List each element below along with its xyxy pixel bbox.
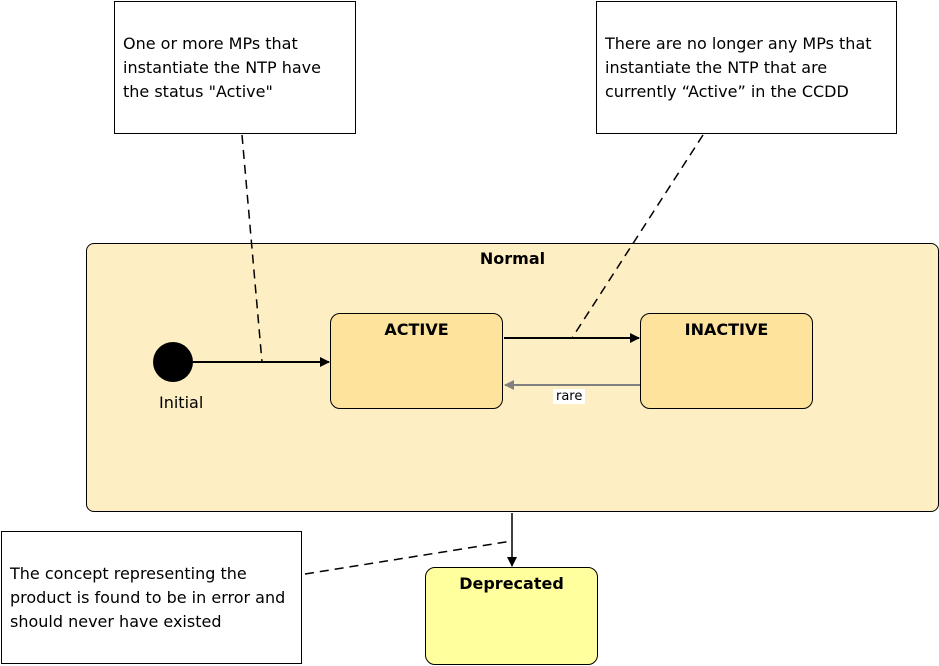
state-active-label: ACTIVE	[384, 320, 449, 339]
note-active-condition: One or more MPs that instantiate the NTP…	[114, 1, 356, 134]
state-deprecated-label: Deprecated	[459, 574, 564, 593]
state-active[interactable]: ACTIVE	[330, 313, 503, 409]
initial-state-dot[interactable]	[153, 342, 193, 382]
note-inactive-condition: There are no longer any MPs that instant…	[596, 1, 897, 134]
state-deprecated[interactable]: Deprecated	[425, 567, 598, 665]
transition-rare-label: rare	[553, 389, 586, 404]
note-anchor-active	[241, 134, 263, 363]
state-inactive[interactable]: INACTIVE	[640, 313, 813, 409]
note-anchor-inactive	[571, 134, 704, 339]
state-inactive-label: INACTIVE	[684, 320, 769, 339]
state-normal-label: Normal	[479, 249, 546, 268]
initial-state-label: Initial	[159, 393, 204, 412]
note-anchor-deprecated	[304, 540, 513, 575]
note-deprecated-condition: The concept representing the product is …	[1, 531, 302, 664]
